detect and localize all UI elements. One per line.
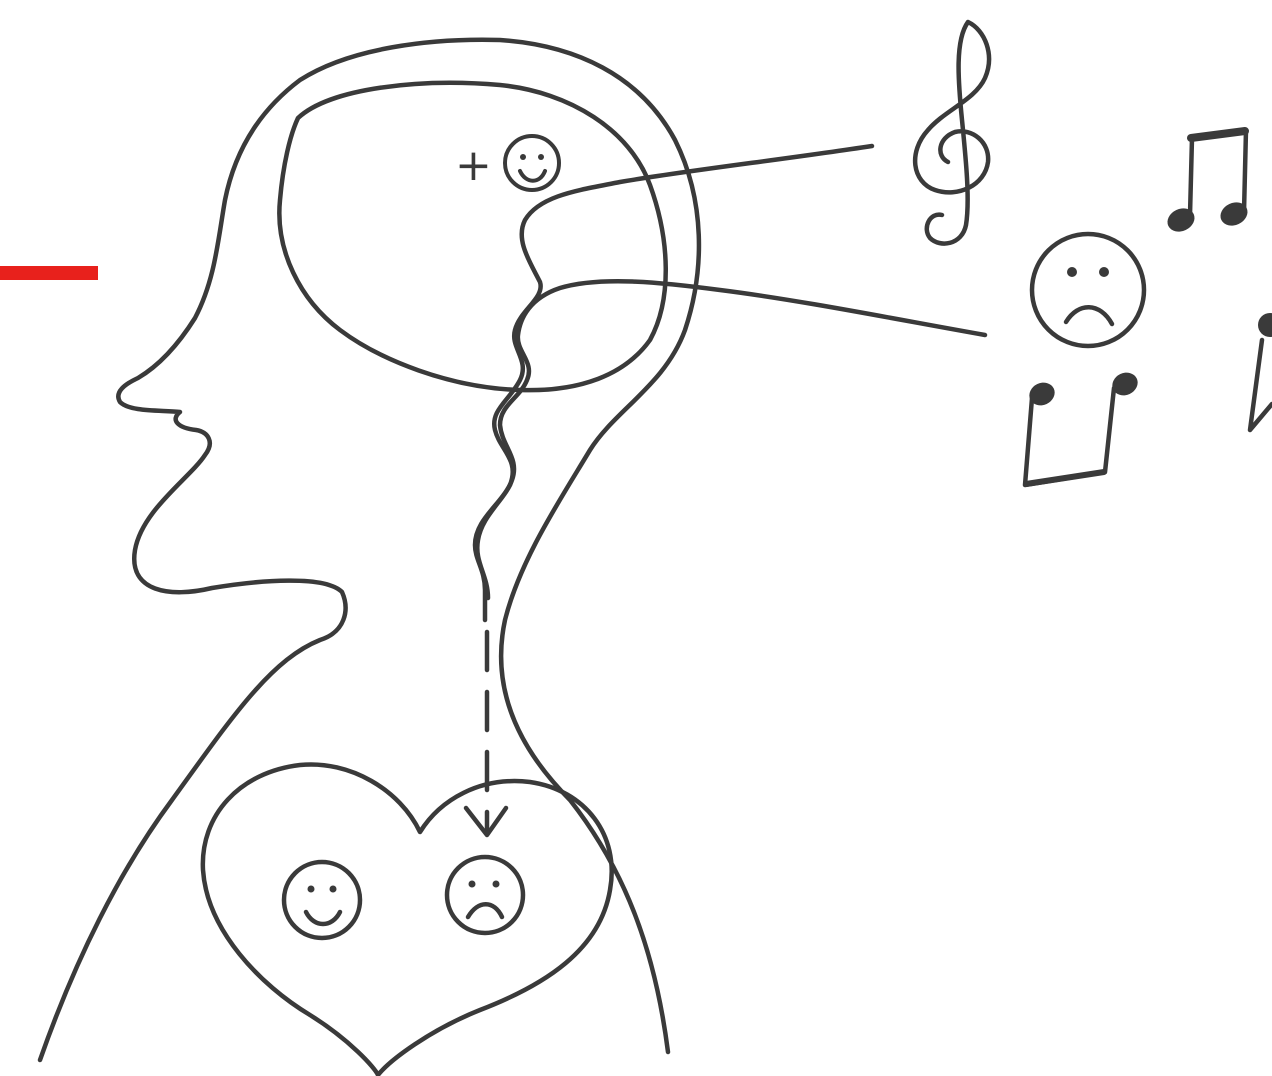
treble-clef-icon <box>915 22 989 244</box>
happy-face-icon <box>284 862 360 938</box>
head-silhouette <box>40 40 699 1060</box>
red-accent-bar <box>0 266 98 280</box>
brain-outline <box>279 83 665 390</box>
beamed-eighth-notes-icon <box>1190 130 1246 215</box>
heart-outline <box>203 764 612 1075</box>
happy-face-icon <box>505 136 559 190</box>
music-line-lower <box>477 281 985 598</box>
plus-sign: + <box>455 140 492 191</box>
partial-music-note-icon <box>1250 340 1272 430</box>
sad-face-icon <box>1032 234 1144 346</box>
sad-face-icon <box>447 857 523 933</box>
